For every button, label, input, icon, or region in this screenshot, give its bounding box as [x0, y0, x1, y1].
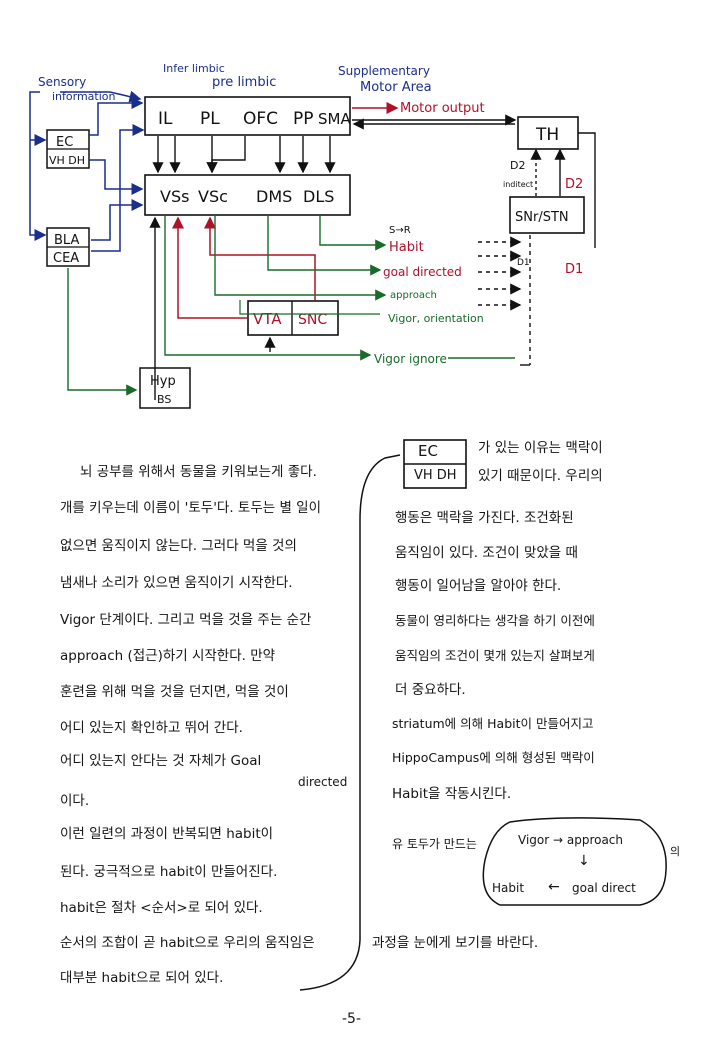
left-line-16: 대부분 habit으로 되어 있다.: [60, 970, 224, 986]
loop-suffix: 의: [670, 845, 681, 858]
sensory-label-1: Sensory: [38, 75, 86, 89]
left-line-6: approach (접근)하기 시작한다. 만약: [60, 648, 276, 664]
ec-label: EC: [56, 135, 73, 150]
right-line-9: striatum에 의해 Habit이 만들어지고: [392, 716, 594, 731]
th-label: TH: [535, 125, 559, 145]
final-line: 과정을 눈에게 보기를 바란다.: [372, 935, 539, 951]
sensory-label-2: information: [52, 90, 116, 103]
d2-top-label: D2: [510, 159, 525, 172]
hyp-label: Hyp: [150, 374, 176, 389]
inditect-label: inditect: [503, 180, 533, 189]
left-line-9: 어디 있는지 안다는 것 자체가 Goal: [60, 753, 262, 769]
approach-label: approach: [390, 290, 437, 301]
cortex-sma-label: SMA: [318, 110, 351, 128]
left-line-10: directed: [298, 775, 348, 789]
left-line-13: 된다. 궁극적으로 habit이 만들어진다.: [60, 864, 278, 880]
inline-ec-bottom: VH DH: [414, 468, 457, 483]
left-line-11: 이다.: [60, 793, 90, 809]
left-line-8: 어디 있는지 확인하고 뛰어 간다.: [60, 720, 243, 736]
sensory-arrow: [29, 91, 47, 241]
page-number: -5-: [342, 1011, 362, 1027]
cortex-box: [144, 96, 351, 136]
cea-label: CEA: [53, 251, 79, 266]
loop-top: Vigor → approach: [518, 833, 624, 847]
inline-ec-top: EC: [418, 442, 438, 460]
d1-small-label: D1: [517, 258, 530, 268]
loop-bottom-right: goal direct: [572, 881, 636, 895]
vh-dh-label: VH DH: [49, 154, 85, 167]
s-to-r-label: S→R: [389, 225, 411, 236]
cortex-pl-label: PL: [200, 109, 220, 129]
right-line-1: 가 있는 이유는 맥락이: [478, 440, 603, 456]
motor-output-label: Motor output: [400, 101, 485, 116]
striatum-dms-label: DMS: [256, 187, 292, 206]
right-line-11: Habit을 작동시킨다.: [392, 786, 512, 802]
snr-stn-box: [509, 196, 585, 234]
left-line-4: 냄새나 소리가 있으면 움직이기 시작한다.: [60, 575, 293, 591]
vta-label: VTA: [253, 310, 282, 328]
left-line-2: 개를 키우는데 이름이 '토두'다. 토두는 별 일이: [60, 500, 322, 516]
supplementary-label-1: Supplementary: [338, 64, 430, 78]
goal-directed-label: goal directed: [383, 265, 462, 279]
hyp-bs-box: [139, 367, 191, 409]
cortex-pp-label: PP: [293, 109, 314, 129]
vigor-orientation-label: Vigor, orientation: [388, 312, 484, 325]
striatum-vsc-label: VSc: [198, 187, 228, 206]
left-line-7: 훈련을 위해 먹을 것을 던지면, 먹을 것이: [60, 684, 289, 700]
infer-limbic-label: Infer limbic: [163, 62, 225, 75]
left-line-1: 뇌 공부를 위해서 동물을 키워보는게 좋다.: [80, 464, 317, 480]
d2-red-label: D2: [565, 177, 583, 192]
vigor-ignore-label: Vigor ignore: [374, 352, 447, 366]
striatum-dls-label: DLS: [303, 187, 334, 206]
supplementary-label-2: Motor Area: [360, 80, 432, 95]
right-line-6: 동물이 영리하다는 생각을 하기 이전에: [395, 613, 595, 628]
left-line-5: Vigor 단계이다. 그리고 먹을 것을 주는 순간: [60, 612, 312, 628]
left-line-3: 없으면 움직이지 않는다. 그러다 먹을 것의: [60, 538, 297, 554]
right-line-3: 행동은 맥락을 가진다. 조건화된: [395, 510, 574, 526]
bs-label: BS: [157, 393, 171, 406]
striatum-box: [144, 174, 351, 216]
right-line-4: 움직임이 있다. 조건이 맞았을 때: [395, 545, 578, 561]
right-line-7: 움직임의 조건이 몇개 있는지 살펴보게: [395, 648, 595, 663]
left-line-12: 이런 일련의 과정이 반복되면 habit이: [60, 826, 274, 842]
right-line-2: 있기 때문이다. 우리의: [478, 468, 603, 484]
bla-label: BLA: [54, 233, 79, 248]
left-line-15: 순서의 조합이 곧 habit으로 우리의 움직임은: [60, 935, 315, 951]
loop-bottom-arrow: ←: [548, 879, 560, 895]
snc-label: SNC: [298, 312, 327, 328]
loop-vertical-arrow: ↓: [578, 853, 590, 869]
snr-stn-label: SNr/STN: [515, 210, 569, 225]
d1-red-label: D1: [565, 262, 583, 277]
left-line-14: habit은 절차 <순서>로 되어 있다.: [60, 900, 263, 916]
loop-prefix: 유 토두가 만드는: [392, 837, 477, 851]
cortex-ofc-label: OFC: [243, 109, 278, 129]
loop-bottom-left: Habit: [492, 881, 525, 895]
column-bracket: [299, 454, 401, 991]
right-line-5: 행동이 일어남을 알아야 한다.: [395, 578, 562, 594]
right-line-10: HippoCampus에 의해 형성된 맥락이: [392, 750, 595, 765]
habit-loop: [482, 817, 667, 906]
habit-label: Habit: [389, 240, 424, 255]
striatum-vss-label: VSs: [160, 187, 189, 206]
right-line-8: 더 중요하다.: [395, 682, 466, 698]
cortex-il-label: IL: [158, 109, 173, 129]
pre-limbic-label: pre limbic: [212, 75, 276, 90]
